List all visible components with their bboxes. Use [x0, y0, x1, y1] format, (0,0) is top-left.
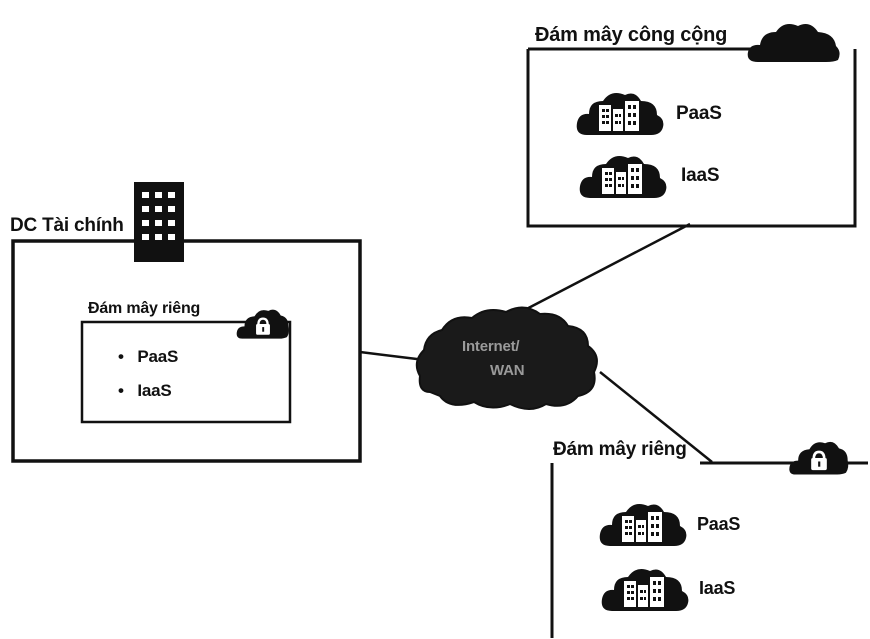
- public-cloud-box: [526, 24, 857, 228]
- public-cloud-title: Đám mây công cộng: [535, 24, 728, 46]
- link-wan-public: [514, 222, 691, 317]
- office-building-icon: [134, 182, 184, 262]
- finance-dc-box: [11, 182, 362, 463]
- iaas-cloud-building-icon: [579, 156, 667, 198]
- bullet-paas-label: PaaS: [137, 347, 179, 366]
- cloud-icon: [747, 24, 840, 62]
- inner-private-cloud-box: [80, 320, 292, 424]
- cloud-lock-icon: [787, 440, 850, 476]
- link-finance-wan: [359, 350, 426, 362]
- remote-private-cloud-title: Đám mây riêng: [553, 439, 687, 460]
- internet-wan-cloud: [415, 306, 598, 410]
- connector-lines: [359, 222, 713, 463]
- remote-iaas-label: IaaS: [699, 578, 736, 598]
- wan-label-line2: WAN: [490, 362, 525, 379]
- iaas-cloud-building-icon: [601, 569, 689, 611]
- bullet-item: • PaaS: [118, 347, 179, 366]
- bullet-item: • IaaS: [118, 381, 172, 400]
- remote-private-cloud-box: [550, 440, 868, 638]
- paas-cloud-building-icon: [599, 504, 687, 546]
- inner-private-cloud-title: Đám mây riêng: [88, 300, 201, 317]
- bullet-iaas-label: IaaS: [137, 381, 172, 400]
- wan-label-line1: Internet/: [462, 338, 520, 355]
- link-wan-private: [599, 371, 713, 463]
- public-cloud-paas-label: PaaS: [676, 103, 722, 124]
- remote-paas-label: PaaS: [697, 514, 741, 534]
- public-cloud-iaas-label: IaaS: [681, 165, 720, 186]
- paas-cloud-building-icon: [576, 93, 664, 135]
- finance-dc-title: DC Tài chính: [10, 215, 124, 236]
